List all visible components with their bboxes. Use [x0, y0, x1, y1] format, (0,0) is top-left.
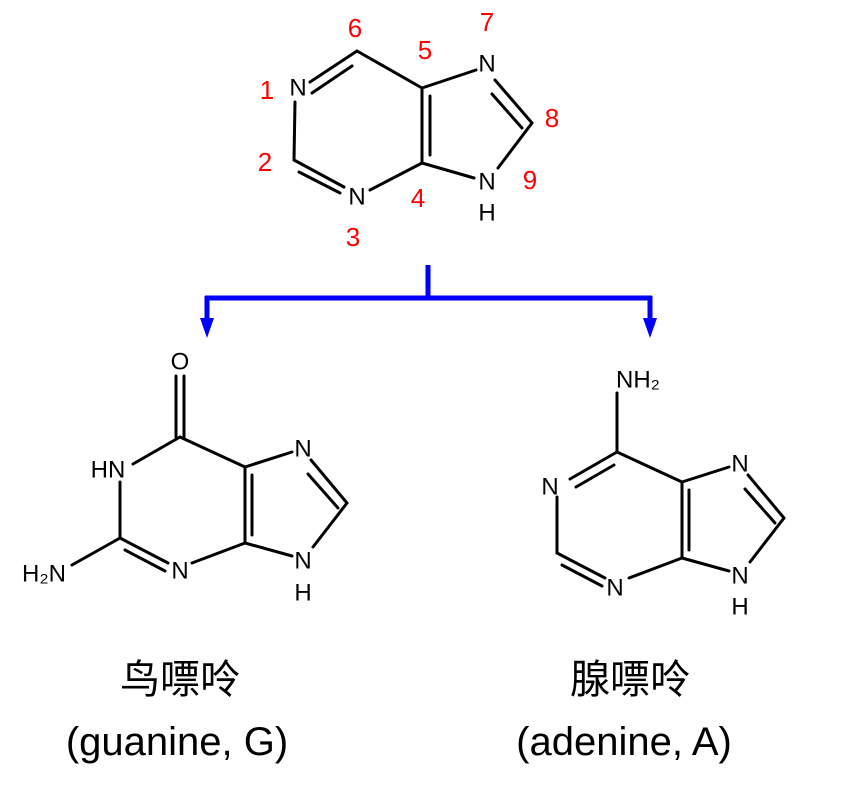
position-number: 1: [260, 75, 274, 105]
adenine-structure: NH₂ N N N N H 腺嘌呤 (adenine, A): [516, 367, 786, 764]
position-number: 6: [348, 13, 362, 43]
adenine-bonds: [555, 391, 786, 588]
position-number: 5: [418, 35, 432, 65]
atom-nh2: H₂N: [22, 561, 66, 588]
guanine-bonds: [70, 374, 349, 573]
atom-h9: H: [478, 200, 495, 227]
atom-n3: N: [171, 558, 188, 585]
arrowhead-left-icon: [200, 318, 214, 338]
atom-n9: N: [731, 563, 748, 590]
atom-n1: N: [541, 474, 558, 501]
atom-o: O: [171, 349, 190, 376]
atom-n9: N: [478, 169, 495, 196]
position-number: 3: [346, 222, 360, 252]
position-number: 9: [523, 165, 537, 195]
adenine-name-en: (adenine, A): [516, 720, 732, 764]
branch-arrow: [200, 265, 657, 338]
atom-n1: N: [289, 75, 306, 102]
atom-nh2: NH₂: [616, 367, 660, 394]
position-number: 2: [258, 147, 272, 177]
atom-n7: N: [731, 451, 748, 478]
guanine-structure: O HN H₂N N N N H 鸟嘌呤 (guanine, G): [22, 349, 349, 764]
adenine-name-cn: 腺嘌呤: [570, 658, 690, 702]
position-number: 8: [545, 103, 559, 133]
atom-h9: H: [294, 580, 311, 607]
arrowhead-right-icon: [643, 318, 657, 338]
atom-n3: N: [348, 184, 365, 211]
atom-n3: N: [606, 575, 623, 602]
atom-n7: N: [294, 436, 311, 463]
atom-n9: N: [294, 548, 311, 575]
position-number: 4: [411, 183, 425, 213]
guanine-name-en: (guanine, G): [66, 720, 288, 764]
atom-n7: N: [478, 51, 495, 78]
purine-bonds: [292, 49, 534, 195]
position-number: 7: [480, 7, 494, 37]
guanine-name-cn: 鸟嘌呤: [120, 658, 240, 702]
atom-n1: HN: [91, 457, 126, 484]
purine-structure: N N N N H 1 2 3 4 5 6 7 8 9: [258, 7, 559, 252]
atom-h9: H: [731, 594, 748, 621]
